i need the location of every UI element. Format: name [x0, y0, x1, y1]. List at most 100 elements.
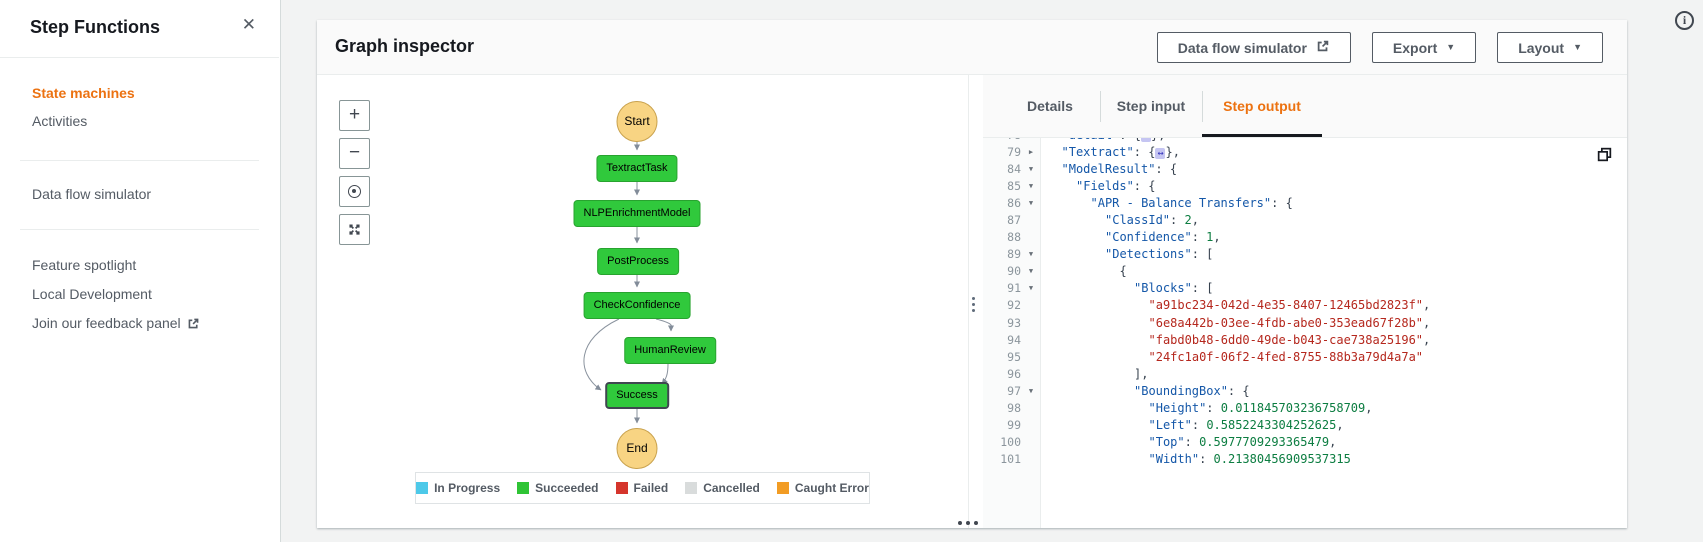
line-number: 89: [1007, 247, 1021, 262]
code-lines: 78"detail": {↔},79▶"Textract": {↔},84▼"M…: [983, 138, 1627, 468]
copy-icon[interactable]: [1596, 146, 1613, 168]
graph-node-end[interactable]: End: [616, 428, 658, 469]
sidebar-item-state-machines[interactable]: State machines: [32, 85, 135, 101]
code-line: 91▼"Blocks": [: [983, 280, 1627, 297]
code-text: ],: [1134, 366, 1149, 381]
line-number: 86: [1007, 195, 1021, 210]
code-line: 101"Width": 0.21380456909537315: [983, 451, 1627, 468]
code-text: "BoundingBox": {: [1134, 383, 1250, 398]
code-text: "24fc1a0f-06f2-4fed-8755-88b3a79d4a7a": [1148, 349, 1424, 364]
line-number: 84: [1007, 161, 1021, 176]
graph-node-nlpenrichmentmodel[interactable]: NLPEnrichmentModel: [573, 200, 701, 227]
graph-node-start[interactable]: Start: [616, 101, 658, 142]
tab-separator: [1100, 91, 1101, 122]
page-title: Graph inspector: [335, 36, 475, 56]
fold-toggle-icon[interactable]: ▼: [1028, 386, 1034, 395]
legend-item: In Progress: [416, 481, 500, 495]
sidebar-item-local-development[interactable]: Local Development: [32, 286, 152, 302]
line-number: 87: [1007, 213, 1021, 228]
legend-item: Cancelled: [685, 481, 760, 495]
in-progress-swatch: [416, 482, 429, 494]
sidebar-item-data-flow-simulator[interactable]: Data flow simulator: [32, 186, 152, 202]
divider: [20, 160, 259, 161]
code-line: 78"detail": {↔},: [983, 138, 1627, 143]
code-text: "Detections": [: [1105, 247, 1214, 262]
legend-item: Failed: [615, 481, 668, 495]
code-text: "ClassId": 2,: [1105, 213, 1199, 228]
center-view-button[interactable]: [339, 176, 370, 207]
line-number: 99: [1007, 418, 1021, 433]
fold-toggle-icon[interactable]: ▼: [1028, 250, 1034, 259]
line-number: 90: [1007, 264, 1021, 279]
layout-button[interactable]: Layout ▼: [1497, 32, 1603, 63]
graph-edges: [583, 142, 675, 424]
graph-node-success[interactable]: Success: [605, 382, 669, 409]
info-icon[interactable]: i: [1675, 11, 1694, 30]
line-number: 79: [1007, 144, 1021, 159]
horizontal-resize-handle[interactable]: [972, 297, 975, 312]
graph-node-humanreview[interactable]: HumanReview: [624, 337, 716, 364]
close-icon[interactable]: ✕: [241, 15, 256, 34]
fold-toggle-icon[interactable]: ▼: [1028, 181, 1034, 190]
fold-toggle-icon[interactable]: ▼: [1028, 198, 1034, 207]
code-line: 89 ▼ "Detections": [: [983, 246, 1627, 263]
graph-node-checkconfidence[interactable]: CheckConfidence: [583, 292, 691, 319]
code-line: 86 ▼ "APR - Balance Transfers": {: [983, 194, 1627, 211]
fit-to-view-button[interactable]: [339, 214, 370, 245]
tab-step-output[interactable]: Step output: [1223, 98, 1301, 114]
sidebar-title: Step Functions: [30, 17, 160, 37]
code-text: "APR - Balance Transfers": {: [1090, 195, 1293, 210]
code-line: 85 ▼ "Fields": {: [983, 177, 1627, 194]
code-text: "fabd0b48-6dd0-49de-b043-cae738a25196",: [1148, 332, 1431, 347]
graph-inspector-card: Graph inspector Data flow simulator Expo…: [317, 20, 1627, 528]
graph-node-textracttask[interactable]: TextractTask: [596, 155, 678, 182]
data-flow-simulator-button[interactable]: Data flow simulator: [1156, 32, 1351, 63]
code-line: 98 "Height": 0.011845703236758709,: [983, 400, 1627, 417]
status-legend: In Progress Succeeded Failed Cancelled C…: [415, 472, 870, 504]
step-details-panel: Details Step input Step output 78"detail…: [983, 75, 1627, 528]
code-text: "Textract": {↔},: [1061, 144, 1180, 159]
code-line: 84▼"ModelResult": {: [983, 160, 1627, 177]
fold-toggle-icon[interactable]: ▼: [1028, 267, 1034, 276]
tab-details[interactable]: Details: [1027, 98, 1073, 114]
code-text: "Blocks": [: [1134, 281, 1214, 296]
code-line: 100"Top": 0.5977709293365479,: [983, 434, 1627, 451]
sidebar-item-feedback-panel[interactable]: Join our feedback panel: [32, 315, 200, 333]
zoom-in-button[interactable]: +: [339, 100, 370, 131]
graph-node-postprocess[interactable]: PostProcess: [597, 248, 679, 275]
line-number: 94: [1007, 332, 1021, 347]
line-number: 97: [1007, 383, 1021, 398]
external-link-icon: [1316, 39, 1330, 56]
card-body: + − Start TextractTask NLPEnrichmentMode…: [317, 75, 1627, 528]
fold-toggle-icon[interactable]: ▼: [1028, 164, 1034, 173]
vertical-resize-handle[interactable]: [958, 521, 978, 525]
code-text: "Height": 0.011845703236758709,: [1148, 401, 1373, 416]
code-text: "a91bc234-042d-4e35-8407-12465bd2823f",: [1148, 298, 1431, 313]
code-line: 94 "fabd0b48-6dd0-49de-b043-cae738a25196"…: [983, 331, 1627, 348]
succeeded-swatch: [517, 482, 530, 494]
toolbar: Data flow simulator Export ▼ Layout ▼: [1156, 32, 1603, 63]
graph-canvas[interactable]: + − Start TextractTask NLPEnrichmentMode…: [317, 75, 968, 528]
sidebar-item-activities[interactable]: Activities: [32, 113, 88, 129]
code-text: "Fields": {: [1076, 178, 1156, 193]
sidebar-item-feature-spotlight[interactable]: Feature spotlight: [32, 257, 137, 273]
pane-divider: [968, 75, 969, 528]
code-line: 95"24fc1a0f-06f2-4fed-8755-88b3a79d4a7a": [983, 348, 1627, 365]
chevron-down-icon: ▼: [1573, 42, 1582, 52]
tabs-row: Details Step input Step output: [983, 75, 1627, 138]
line-number: 78: [983, 138, 1021, 142]
tab-step-input[interactable]: Step input: [1116, 98, 1186, 114]
export-button[interactable]: Export ▼: [1371, 32, 1477, 63]
tab-separator: [1202, 91, 1203, 122]
line-number: 98: [1007, 401, 1021, 416]
code-line: 88"Confidence": 1,: [983, 229, 1627, 246]
fold-toggle-icon[interactable]: ▼: [1028, 284, 1034, 293]
step-output-code-viewer: 78"detail": {↔},79▶"Textract": {↔},84▼"M…: [983, 138, 1627, 528]
code-text: "Width": 0.21380456909537315: [1148, 452, 1351, 467]
zoom-out-button[interactable]: −: [339, 138, 370, 169]
code-line: 99"Left": 0.5852243304252625,: [983, 417, 1627, 434]
line-number: 85: [1007, 178, 1021, 193]
fold-toggle-icon[interactable]: ▶: [1028, 147, 1034, 156]
line-number: 93: [1007, 315, 1021, 330]
